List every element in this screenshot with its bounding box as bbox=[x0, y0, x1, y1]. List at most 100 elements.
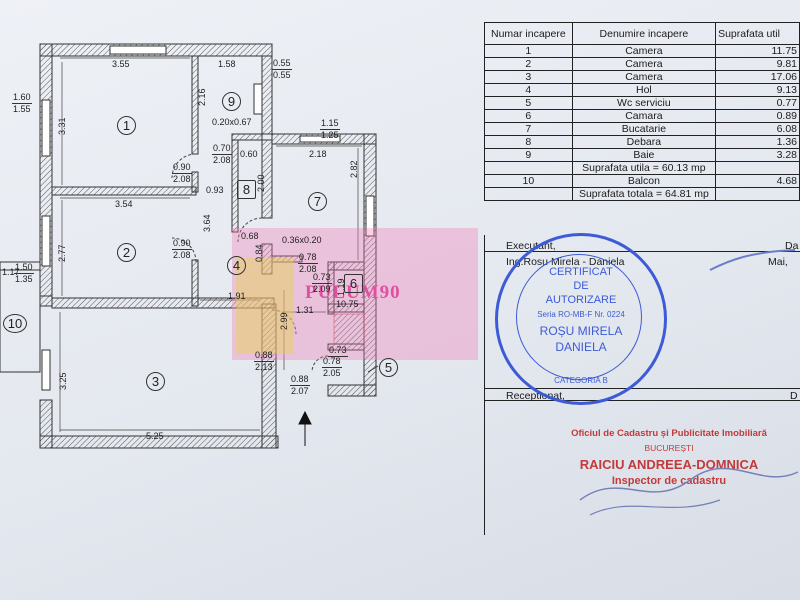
ocpi-line: Inspector de cadastru bbox=[611, 475, 727, 487]
cell: 3 bbox=[484, 70, 573, 84]
cell: 6.08 bbox=[715, 122, 800, 136]
room-number-8: 8 bbox=[237, 180, 256, 199]
cell: Baie bbox=[571, 148, 717, 162]
stamp-text: DE bbox=[573, 280, 589, 292]
dim-label: 2.82 bbox=[349, 160, 359, 178]
cell bbox=[484, 187, 573, 201]
authorization-stamp: CERTIFICAT DE AUTORIZARE Seria RO-MB-F N… bbox=[495, 233, 667, 405]
stamp-text: CATEGORIA B bbox=[554, 376, 608, 385]
cell: 1 bbox=[484, 44, 573, 58]
floor-plan-drawing bbox=[0, 43, 379, 449]
watermark-logo bbox=[236, 258, 294, 354]
ocpi-line: RAICIU ANDREEA-DOMNICA bbox=[579, 457, 759, 472]
dim-label: 3.64 bbox=[202, 214, 212, 232]
stamp-inner-ring bbox=[516, 254, 642, 380]
cell: 4.68 bbox=[715, 174, 800, 188]
rooms-table: Numar incapere Denumire incapere Suprafa… bbox=[484, 22, 800, 201]
stamp-text: ROȘU MIRELA bbox=[539, 324, 623, 338]
divider bbox=[484, 400, 800, 401]
floor-plan: PULUM90 1 2 3 4 7 8 9 6 5 10 3.55 1.58 0… bbox=[0, 43, 478, 449]
cell: 7 bbox=[484, 122, 573, 136]
signature bbox=[579, 467, 799, 516]
room-number-9: 9 bbox=[222, 92, 241, 111]
cell: 0.77 bbox=[715, 96, 800, 110]
stamp-text: DANIELA bbox=[555, 340, 607, 354]
cell: 6 bbox=[484, 109, 573, 123]
dim-label: 3.31 bbox=[57, 117, 67, 135]
dim-label: 2.77 bbox=[57, 244, 67, 262]
cell: 0.89 bbox=[715, 109, 800, 123]
dim-label: 1.17 bbox=[2, 267, 20, 277]
table-row-util-total: Suprafata utila = 60.13 mp bbox=[484, 161, 800, 175]
cell: 3.28 bbox=[715, 148, 800, 162]
ocpi-stamp: Oficiul de Cadastru și Publicitate Imobi… bbox=[538, 428, 800, 498]
dim-label: 2.99 bbox=[279, 312, 289, 330]
grand-total: Suprafata totala = 64.81 mp bbox=[571, 187, 717, 201]
handwriting-mark bbox=[709, 249, 796, 271]
dim-label: 0.20x0.67 bbox=[212, 117, 252, 127]
cell: 17.06 bbox=[715, 70, 800, 84]
divider bbox=[484, 251, 800, 252]
room-number-6: 6 bbox=[344, 274, 363, 293]
room-number-4: 4 bbox=[227, 256, 246, 275]
cell: Camara bbox=[571, 109, 717, 123]
dim-label: 3.54 bbox=[115, 199, 133, 209]
cell: 8 bbox=[484, 135, 573, 149]
cell: Camera bbox=[571, 44, 717, 58]
cell bbox=[715, 187, 800, 201]
dim-label: 0.93 bbox=[206, 185, 224, 195]
col-d: D bbox=[790, 390, 798, 402]
cell: Balcon bbox=[571, 174, 717, 188]
dim-label: 2.16 bbox=[197, 88, 207, 106]
header-room-name: Denumire incapere bbox=[571, 22, 717, 45]
table-row-grand-total: Suprafata totala = 64.81 mp bbox=[484, 187, 800, 201]
cell bbox=[715, 161, 800, 175]
dim-label: 0.68 bbox=[241, 231, 259, 241]
cell: 9 bbox=[484, 148, 573, 162]
dim-label: 1.31 bbox=[296, 305, 314, 315]
dim-label: 1.91 bbox=[228, 291, 246, 301]
cell bbox=[484, 161, 573, 175]
ocpi-line: Oficiul de Cadastru și Publicitate Imobi… bbox=[571, 428, 767, 439]
dim-label: 2.18 bbox=[309, 149, 327, 159]
room-number-3: 3 bbox=[146, 372, 165, 391]
watermark-band bbox=[232, 228, 478, 360]
room-number-1: 1 bbox=[117, 116, 136, 135]
ocpi-line: BUCUREȘTI bbox=[644, 443, 694, 453]
divider bbox=[484, 388, 800, 389]
cell: Wc serviciu bbox=[571, 96, 717, 110]
table-header-row: Numar incapere Denumire incapere Suprafa… bbox=[484, 22, 800, 45]
signoff-frame bbox=[484, 235, 800, 535]
dim-label: 5.25 bbox=[146, 431, 164, 441]
cell: 5 bbox=[484, 96, 573, 110]
cell: 10 bbox=[484, 174, 573, 188]
room-number-5: 5 bbox=[379, 358, 398, 377]
dim-label: 2.00 bbox=[256, 174, 266, 192]
util-total: Suprafata utila = 60.13 mp bbox=[571, 161, 717, 175]
stamp-text: Seria RO-MB-F Nr. 0224 bbox=[537, 310, 625, 319]
dim-label: 3.55 bbox=[112, 59, 130, 69]
dim-label: 3.25 bbox=[58, 372, 68, 390]
dim-label: 10.75 bbox=[336, 299, 359, 309]
dim-label: 0.84 bbox=[254, 244, 264, 262]
cell: Bucatarie bbox=[571, 122, 717, 136]
cell: Hol bbox=[571, 83, 717, 97]
dim-label: 0.36x0.20 bbox=[282, 235, 322, 245]
col-da: Da bbox=[785, 240, 799, 252]
